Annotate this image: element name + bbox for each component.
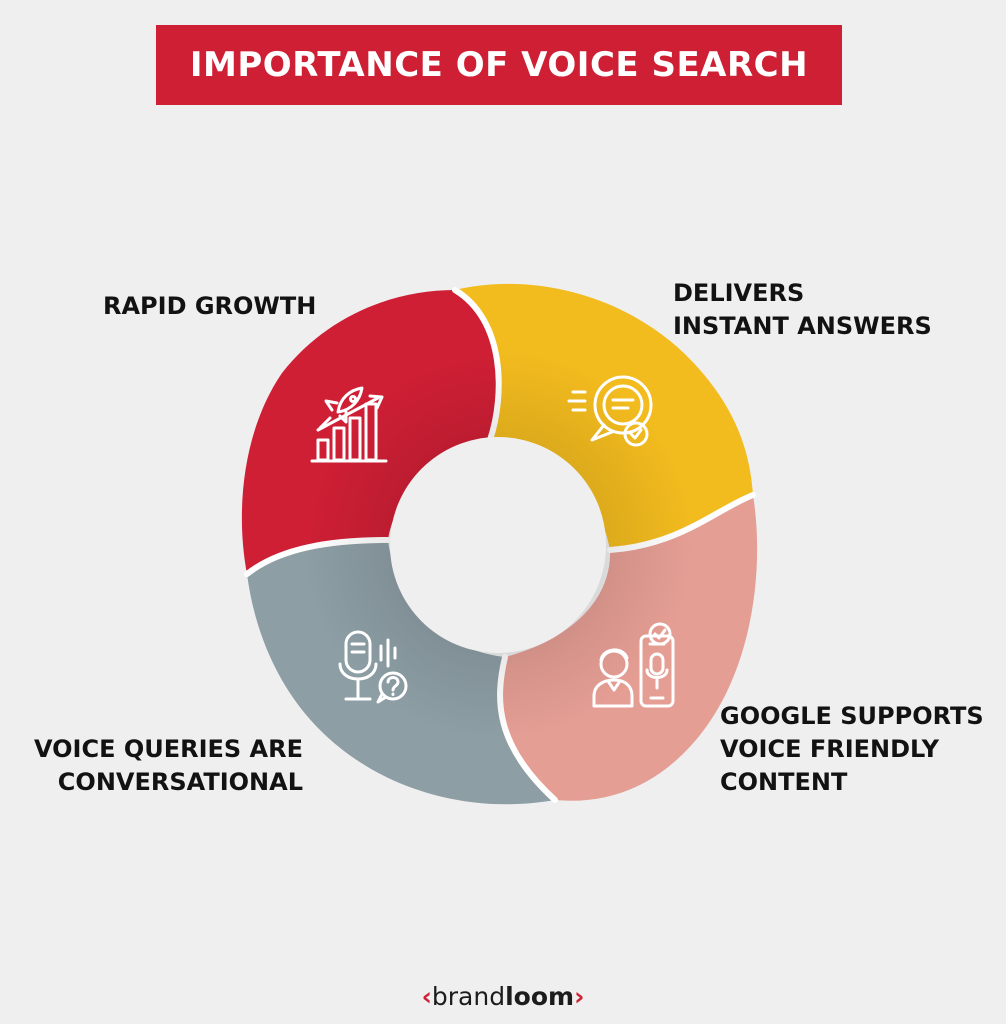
center-hole	[390, 437, 606, 653]
label-instant-answers: DELIVERS INSTANT ANSWERS	[673, 277, 932, 343]
label-line: GOOGLE SUPPORTS	[720, 702, 984, 730]
label-line: INSTANT ANSWERS	[673, 312, 932, 340]
label-conversational: VOICE QUERIES ARE CONVERSATIONAL	[34, 733, 303, 799]
microphone-question-icon	[338, 630, 408, 704]
chat-bubble-check-icon	[567, 375, 653, 447]
label-line: VOICE FRIENDLY	[720, 735, 939, 763]
brandloom-logo: ‹brandloom›	[0, 982, 1006, 1011]
label-line: CONTENT	[720, 768, 848, 796]
logo-right-bracket: ›	[574, 982, 585, 1011]
label-line: CONVERSATIONAL	[57, 768, 303, 796]
logo-left-bracket: ‹	[421, 982, 432, 1011]
logo-brand-text: brand	[431, 982, 506, 1011]
ring-segments	[241, 283, 758, 805]
title-banner: IMPORTANCE OF VOICE SEARCH	[156, 25, 842, 105]
title: IMPORTANCE OF VOICE SEARCH	[189, 45, 809, 85]
label-line: VOICE QUERIES ARE	[33, 735, 303, 763]
label-google-supports: GOOGLE SUPPORTS VOICE FRIENDLY CONTENT	[720, 700, 984, 799]
rocket-growth-chart-icon	[310, 386, 388, 463]
label-line: RAPID GROWTH	[103, 292, 317, 320]
label-rapid-growth: RAPID GROWTH	[103, 290, 316, 323]
label-line: DELIVERS	[673, 279, 805, 307]
logo-loom-text: loom	[505, 982, 575, 1011]
person-phone-microphone-icon	[592, 622, 675, 708]
